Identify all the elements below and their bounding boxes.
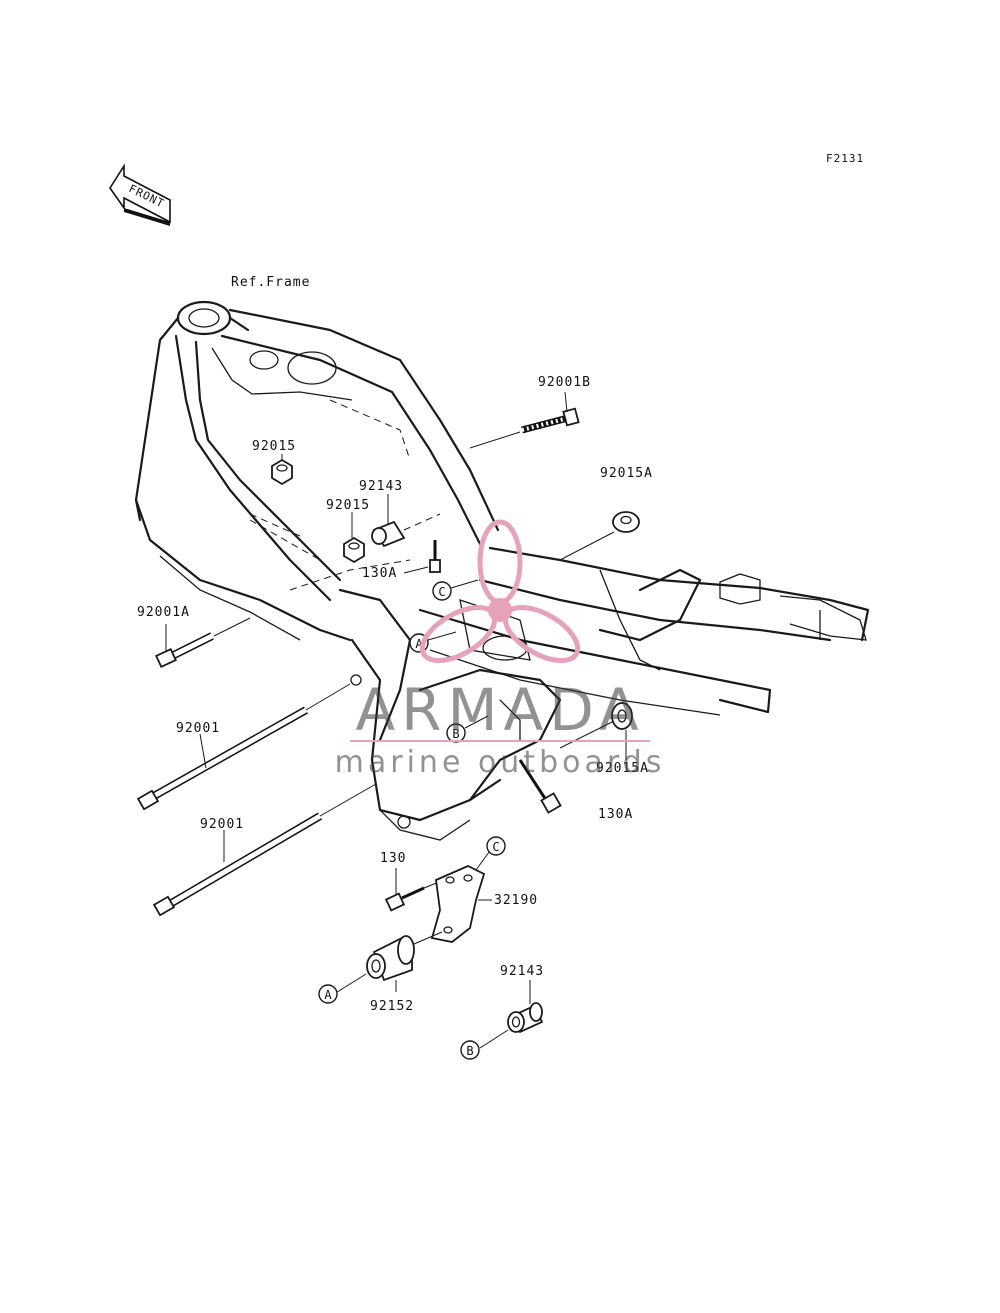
bolt-92001-upper [136,674,362,811]
callout-a-frame-label: A [415,637,423,651]
label-92152: 92152 [370,999,414,1014]
bolt-92001-lower [152,783,377,917]
bushing-92152 [333,931,443,995]
label-92015A-right: 92015A [596,761,649,776]
label-92001B: 92001B [538,375,591,390]
callout-a-bushing: A [318,984,338,1004]
nut-92015-mid [343,512,365,564]
label-130A-top: 130A [362,566,397,581]
bolt-92001B [469,407,580,449]
nut-92015-left [249,454,301,537]
front-arrow-icon: FRONT [109,163,171,226]
label-92015-mid: 92015 [326,498,370,513]
watermark: ARMADA marine outboards [335,519,666,780]
label-92001-lower: 92001 [200,817,244,832]
label-92143-bottom: 92143 [500,964,544,979]
callout-a-bushing-label: A [324,988,332,1002]
callout-b-frame-label: B [452,727,459,741]
label-92001-upper: 92001 [176,721,220,736]
callout-c-frame-label: C [438,585,445,599]
watermark-title: ARMADA [355,676,644,744]
label-92015A-top: 92015A [600,466,653,481]
bolt-130A-top [403,540,441,574]
watermark-subtitle: marine outboards [335,745,666,780]
callout-b-collar-label: B [466,1044,473,1058]
label-32190: 32190 [494,893,538,908]
bolt-130 [384,868,445,912]
label-130: 130 [380,851,406,866]
bracket-32190 [430,847,493,943]
nut-92015A-top [559,511,640,561]
callout-c-bracket-label: C [492,840,499,854]
label-92015-left: 92015 [252,439,296,454]
ref-frame-label: Ref.Frame [231,275,310,290]
label-92001A: 92001A [137,605,190,620]
label-92143-top: 92143 [359,479,403,494]
collar-92143-top [371,494,441,548]
callout-c-frame: C [432,579,479,601]
callout-b-collar: B [460,1040,480,1060]
leader-92001B [564,391,568,413]
bolt-92001A [155,617,251,669]
watermark-propeller-icon [419,519,581,663]
nut-92015A-right [559,702,633,760]
figure-code: F2131 [826,152,864,165]
callout-a-frame: A [409,631,457,653]
callout-c-bracket: C [486,836,506,856]
bolt-130A-right [518,759,562,814]
callout-b-frame: B [446,715,489,743]
collar-92143-bottom [479,980,544,1049]
label-130A-right: 130A [598,807,633,822]
